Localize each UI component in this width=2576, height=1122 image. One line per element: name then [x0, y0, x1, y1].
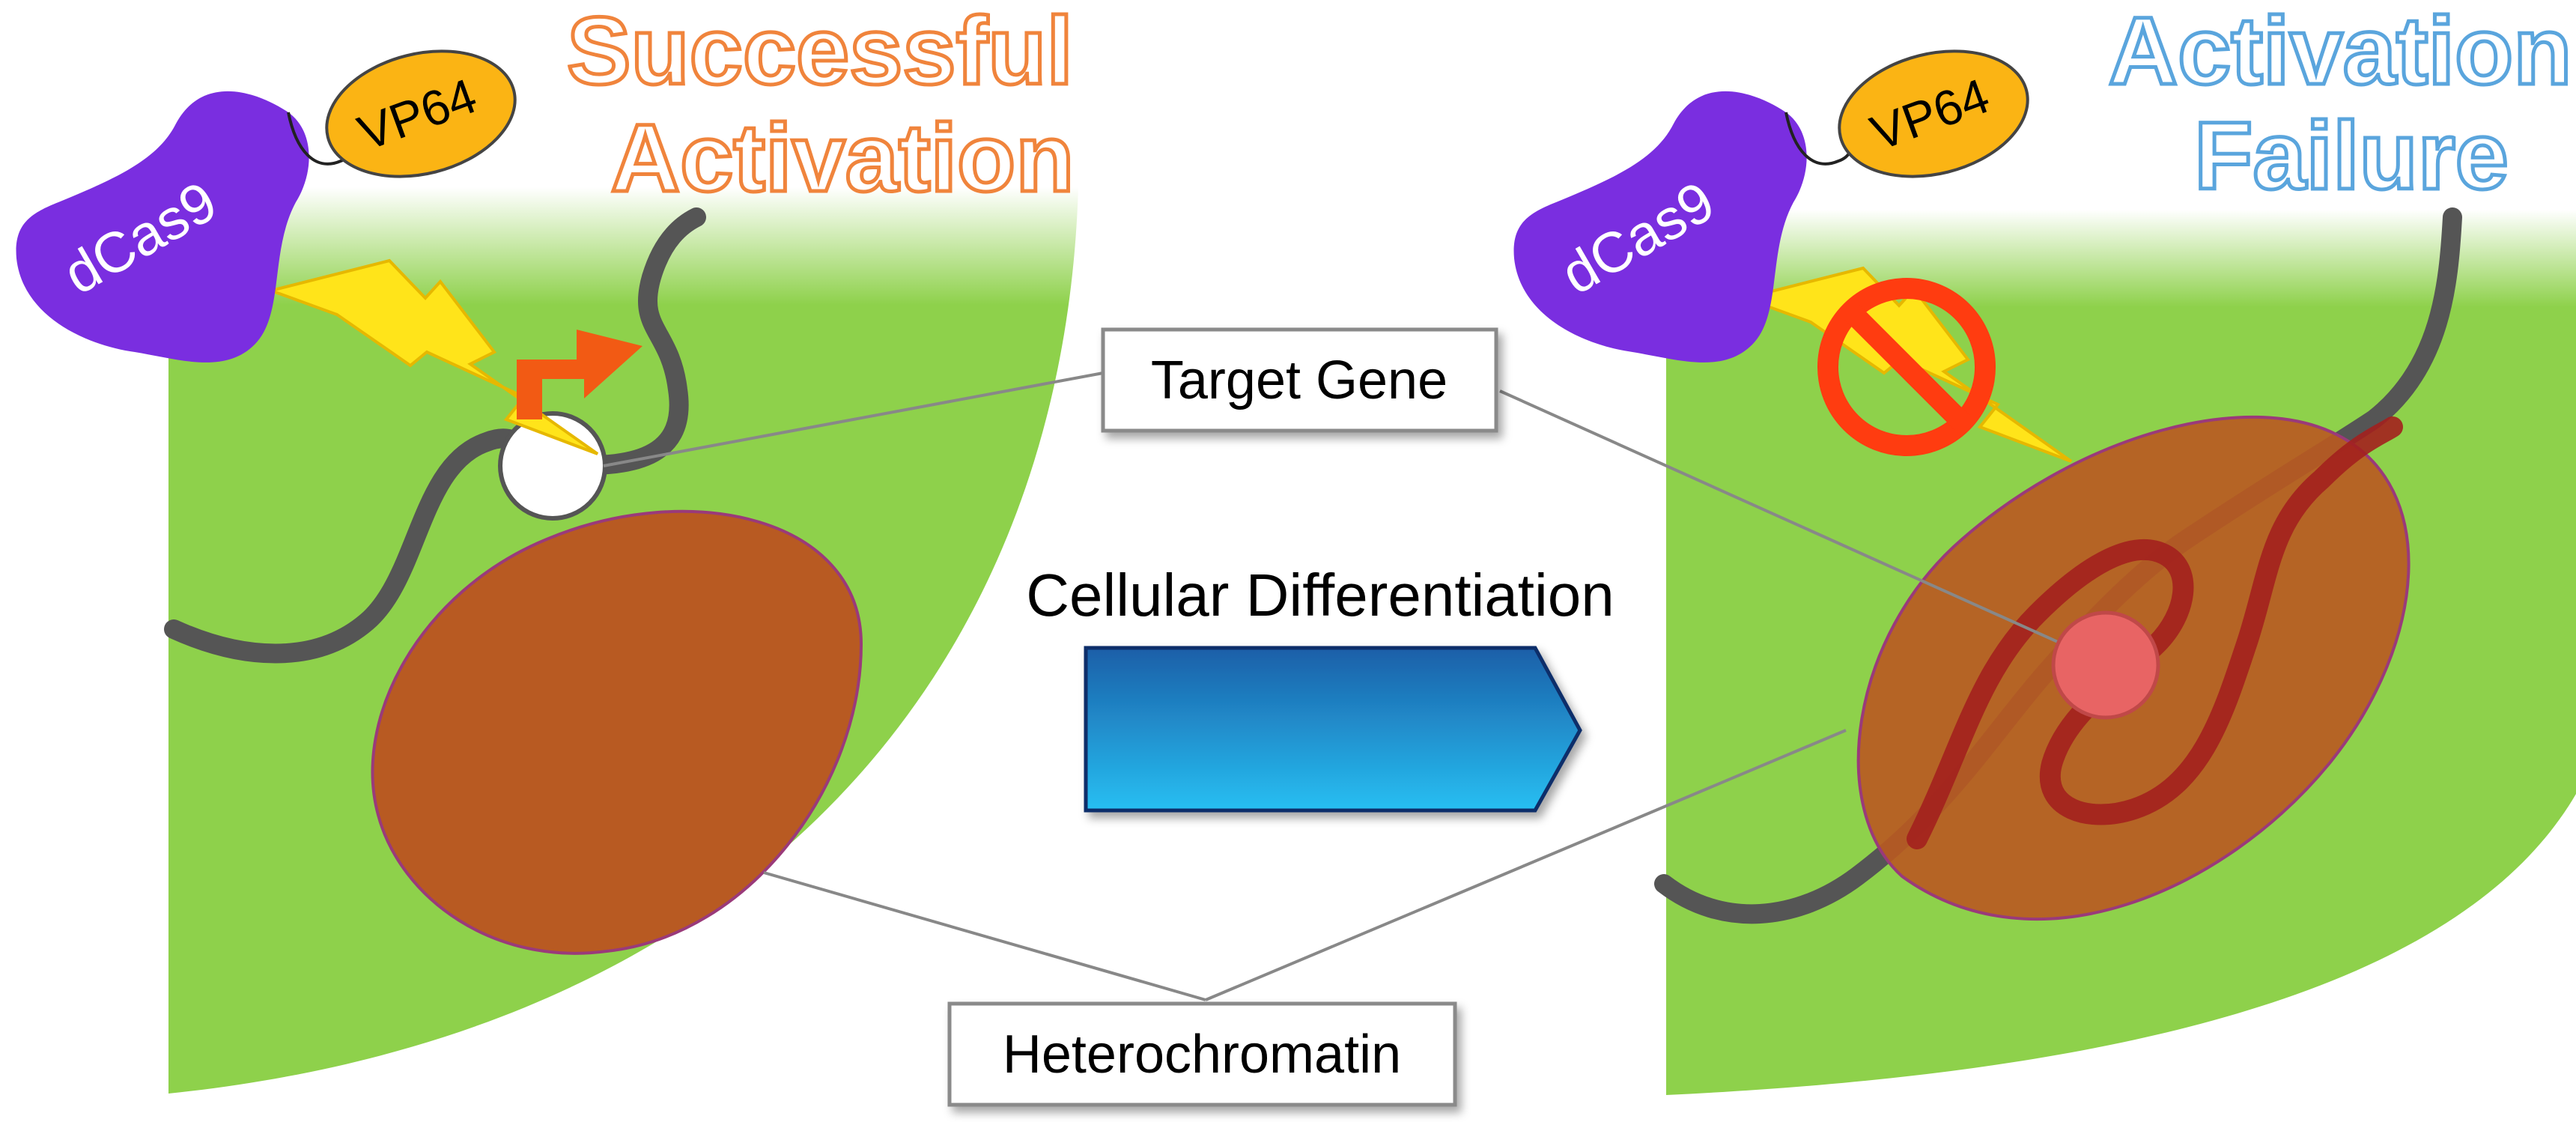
left-title-line1: Successful — [567, 0, 1073, 105]
left-dcas9-shape — [16, 91, 309, 363]
target-gene-label: Target Gene — [1151, 351, 1448, 410]
target-gene-leader-left — [603, 372, 1104, 467]
left-promoter-arrow-icon — [517, 330, 643, 419]
right-silenced-gene — [2051, 610, 2160, 720]
right-prohibited-icon — [1817, 278, 1996, 456]
right-gene-leader-line — [1499, 389, 2103, 664]
right-dcas9-shape — [1513, 91, 1807, 363]
heterochromatin-callout — [947, 1001, 1457, 1107]
heterochromatin-label: Heterochromatin — [1003, 1025, 1401, 1085]
left-title-line2: Activation — [611, 105, 1075, 212]
differentiation-arrow — [1084, 646, 1582, 813]
right-title-line1: Activation — [2109, 0, 2572, 105]
left-panel: dCas9 VP64 Successful Activation — [16, 0, 1078, 1094]
right-title-line2: Failure — [2194, 103, 2509, 210]
left-lightning-icon — [266, 258, 599, 455]
right-dna-strand-inner — [1907, 416, 2403, 849]
right-vp64-shape — [1838, 49, 2029, 178]
left-heterochromatin — [371, 509, 863, 955]
differentiation-label: Cellular Differentiation — [1026, 562, 1614, 628]
heterochromatin-leader-left — [763, 871, 1206, 1001]
heterochromatin-leader-right — [1205, 729, 1847, 1001]
right-lightning-icon — [1740, 266, 2073, 463]
center-callouts: Target Gene Heterochromatin Cellular Dif… — [603, 327, 1847, 1107]
target-gene-callout — [1101, 327, 1498, 433]
left-vp64-shape — [325, 49, 517, 178]
right-panel: dCas9 VP64 Activation Failure — [1499, 0, 2576, 1095]
